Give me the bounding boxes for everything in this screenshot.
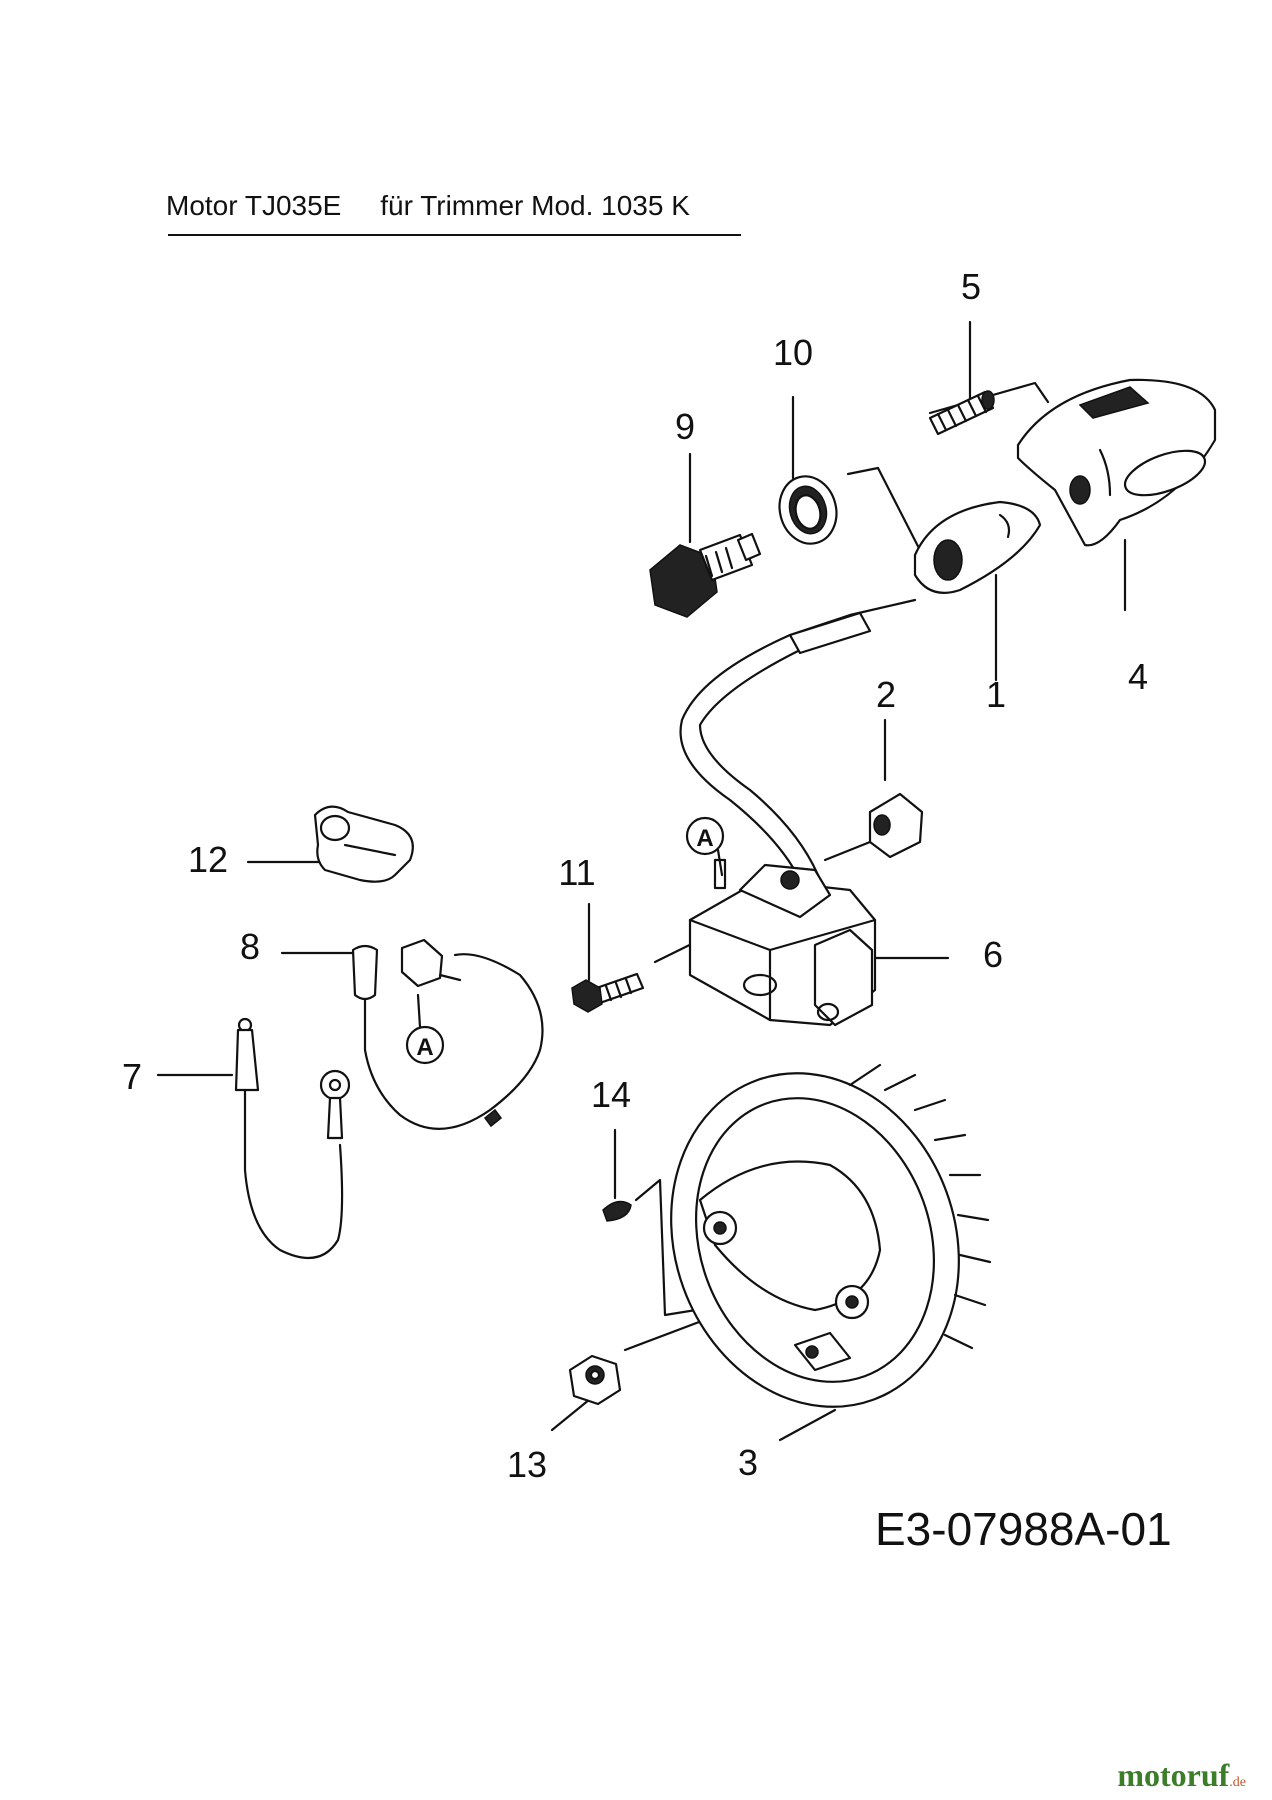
diagram-title: Motor TJ035E für Trimmer Mod. 1035 K [166, 190, 690, 221]
callout-1: 1 [985, 674, 1007, 715]
callout-7: 7 [121, 1056, 143, 1097]
brand-tld: .de [1229, 1775, 1246, 1790]
title-underline [168, 234, 741, 236]
brand-name: motoruf [1117, 1757, 1230, 1793]
callout-12: 12 [187, 839, 229, 880]
grommet-part-10 [778, 475, 838, 545]
drawing-code: E3-07988A-01 [875, 1503, 1172, 1555]
plug-cover-part-4 [1016, 378, 1217, 547]
callout-2: 2 [875, 674, 897, 715]
callout-10: 10 [772, 332, 814, 373]
spark-plug-part-9 [649, 532, 762, 618]
callout-11: 11 [558, 852, 596, 893]
callout-13: 13 [506, 1444, 548, 1485]
connector-label-bottom: A [416, 1034, 433, 1061]
callout-5: 5 [960, 266, 982, 307]
callout-14: 14 [590, 1074, 632, 1115]
callout-6: 6 [982, 934, 1004, 975]
clamp-part-12 [313, 805, 414, 883]
callout-3: 3 [737, 1442, 759, 1483]
ignition-coil-part-6 [688, 858, 877, 1027]
spacer-part-2 [868, 792, 924, 859]
screw-part-11 [571, 972, 645, 1013]
brand-watermark[interactable]: motoruf.de [1117, 1757, 1246, 1794]
flywheel-part-3 [670, 1063, 992, 1408]
ground-wire-part-8 [319, 938, 544, 1140]
callout-9: 9 [674, 406, 696, 447]
leader-lines [156, 320, 1127, 1442]
callout-8: 8 [239, 926, 261, 967]
woodruff-key-part-14 [602, 1200, 632, 1222]
connector-label-top: A [696, 825, 713, 852]
connector-marker-bottom: A [405, 993, 445, 1065]
ignition-lead [679, 598, 917, 947]
callout-4: 4 [1127, 656, 1149, 697]
flywheel-nut-part-13 [568, 1354, 622, 1406]
spring-part-5 [928, 390, 995, 436]
kill-wire-part-7 [234, 1017, 344, 1260]
plug-boot-part-1 [913, 500, 1042, 594]
connector-marker-top: A [685, 816, 725, 877]
